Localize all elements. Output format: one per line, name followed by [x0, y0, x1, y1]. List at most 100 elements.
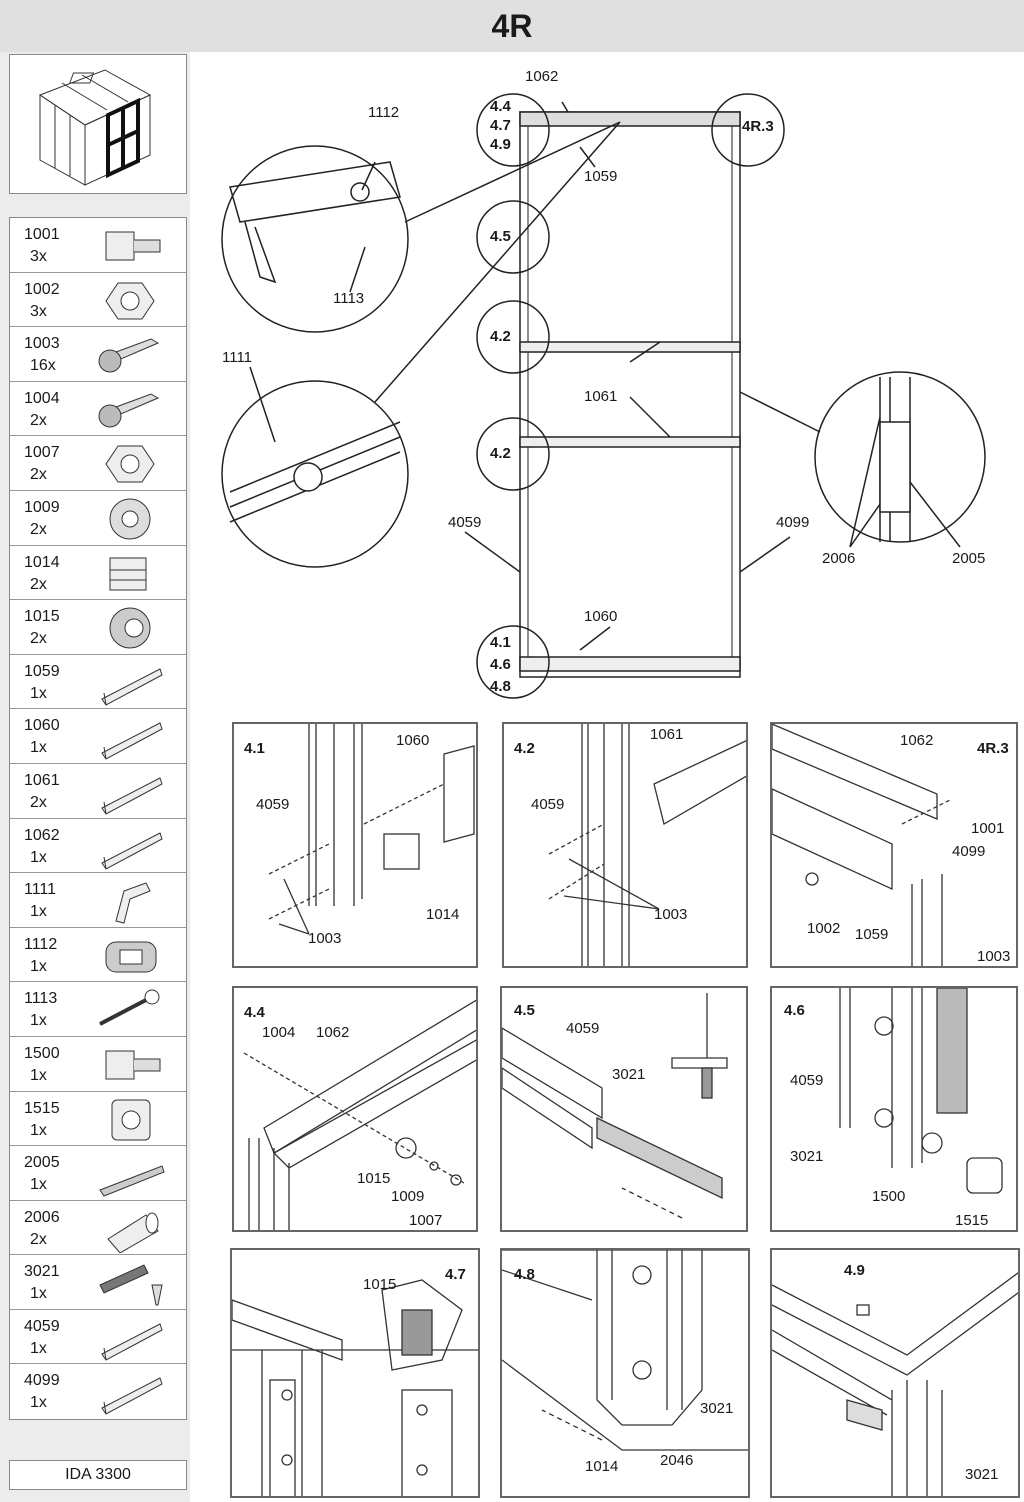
profile-icon — [101, 777, 163, 815]
part-quantity: 1x — [30, 957, 47, 975]
label-3021: 3021 — [612, 1066, 646, 1083]
hex-nut-icon — [105, 445, 155, 483]
step-number: 4R.3 — [977, 740, 1009, 757]
step-number: 4.8 — [514, 1266, 535, 1283]
callout-4-6: 4.6 — [490, 656, 511, 673]
part-code: 1060 — [24, 717, 60, 735]
step-number: 4.7 — [445, 1266, 466, 1283]
part-row-1112: 1112 1x — [10, 928, 186, 983]
part-code: 1014 — [24, 553, 60, 571]
part-code: 1009 — [24, 498, 60, 516]
part-quantity: 2x — [30, 1230, 47, 1248]
part-quantity: 1x — [30, 903, 47, 921]
label-1003: 1003 — [654, 906, 688, 923]
label-1009: 1009 — [391, 1188, 425, 1205]
label-1060: 1060 — [396, 732, 430, 749]
part-quantity: 3x — [30, 248, 47, 265]
callout-4-2-upper: 4.2 — [490, 328, 511, 345]
model-label: IDA 3300 — [9, 1460, 187, 1490]
part-code: 1002 — [24, 280, 60, 298]
label-1015: 1015 — [357, 1170, 391, 1187]
label-1112: 1112 — [368, 104, 400, 121]
part-quantity: 1x — [30, 1012, 47, 1030]
brush-strip-icon — [99, 1264, 163, 1306]
part-quantity: 2x — [30, 466, 47, 484]
part-quantity: 2x — [30, 630, 47, 648]
label-2005: 2005 — [952, 550, 986, 567]
label-1061: 1061 — [650, 726, 684, 743]
wheel-icon — [109, 607, 151, 649]
callout-4-8: 4.8 — [490, 678, 511, 695]
label-1062: 1062 — [900, 732, 934, 749]
screw-icon — [98, 393, 160, 428]
label-1111: 1111 — [222, 349, 253, 366]
part-row-1515: 1515 1x — [10, 1092, 186, 1147]
label-1061: 1061 — [584, 388, 618, 405]
part-code: 1004 — [24, 389, 60, 407]
step-number: 4.2 — [514, 740, 535, 757]
label-1062: 1062 — [316, 1024, 350, 1041]
label-1014: 1014 — [426, 906, 460, 923]
step-number: 4.1 — [244, 740, 265, 757]
part-code: 1500 — [24, 1044, 60, 1062]
washer-icon — [109, 498, 151, 540]
label-2006: 2006 — [822, 550, 856, 567]
greenhouse-icon — [38, 69, 152, 186]
profile-icon — [101, 722, 163, 760]
part-quantity: 1x — [30, 1121, 47, 1139]
screw-icon — [98, 338, 160, 373]
label-1060: 1060 — [584, 608, 618, 625]
callout-4-1: 4.1 — [490, 634, 511, 651]
label-4099: 4099 — [776, 514, 810, 531]
step-panel-4-6: 4.6 4059 3021 1500 1515 — [770, 986, 1018, 1232]
part-code: 1061 — [24, 771, 60, 789]
step-number: 4.9 — [844, 1262, 865, 1279]
part-code: 1059 — [24, 662, 60, 680]
label-1014: 1014 — [585, 1458, 619, 1475]
part-quantity: 1x — [30, 739, 47, 757]
square-nut-bolt-icon — [105, 231, 161, 261]
part-code: 1515 — [24, 1099, 60, 1117]
step-number: 4.5 — [514, 1002, 535, 1019]
strip-icon — [99, 1165, 165, 1197]
callout-4-9: 4.9 — [490, 136, 511, 153]
step-panel-4-4: 4.4 1004 1062 1015 1009 1007 — [232, 986, 478, 1232]
label-4059: 4059 — [531, 796, 565, 813]
label-1001: 1001 — [971, 820, 1005, 837]
label-1003: 1003 — [308, 930, 342, 947]
hex-nut-icon — [105, 282, 155, 320]
callout-4r3: 4R.3 — [742, 118, 774, 135]
part-quantity: 2x — [30, 575, 47, 593]
pin-icon — [99, 989, 160, 1027]
part-code: 1112 — [24, 935, 58, 953]
label-1059: 1059 — [855, 926, 889, 943]
profile-icon — [101, 668, 163, 706]
label-1007: 1007 — [409, 1212, 443, 1229]
page-title: 4R — [0, 0, 1024, 52]
label-1015: 1015 — [363, 1276, 397, 1293]
label-1003: 1003 — [977, 948, 1011, 965]
part-quantity: 1x — [30, 1339, 47, 1357]
part-code: 2006 — [24, 1208, 60, 1226]
step-panel-4-2: 4.2 1061 4059 1003 — [502, 722, 748, 968]
part-row-1002: 1002 3x — [10, 273, 186, 328]
part-quantity: 3x — [30, 302, 47, 320]
profile-icon — [101, 1377, 163, 1416]
part-code: 1003 — [24, 335, 60, 353]
label-1062: 1062 — [525, 68, 559, 85]
part-quantity: 1x — [30, 1285, 47, 1303]
part-row-2006: 2006 2x — [10, 1201, 186, 1256]
part-quantity: 16x — [30, 357, 56, 375]
part-quantity: 1x — [30, 1394, 47, 1412]
